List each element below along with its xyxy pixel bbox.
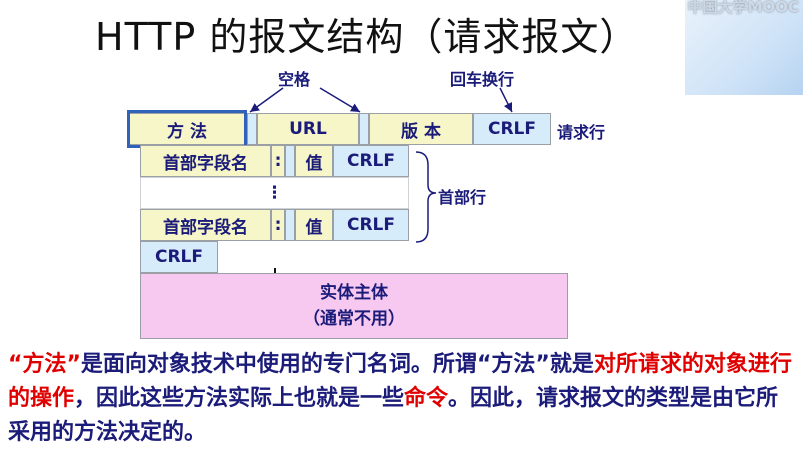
- header-colon-cell: :: [271, 209, 285, 241]
- header-value-cell: 值: [295, 209, 333, 241]
- header-crlf-cell: CRLF: [333, 145, 409, 177]
- blank-line-crlf-cell: CRLF: [140, 241, 218, 273]
- crlf-arrow: [499, 87, 513, 113]
- paragraph-seg2: 是面向对象技术中使用的专门名词。所谓: [80, 352, 477, 377]
- header-crlf-cell: CRLF: [333, 209, 409, 241]
- paragraph-seg7: 命令: [404, 386, 449, 411]
- paragraph-seg1: “方法”: [8, 352, 81, 377]
- space-label: 空格: [278, 70, 311, 89]
- header-ellipsis-row: ⋮: [140, 177, 409, 209]
- header-section-label: 首部行: [438, 188, 487, 207]
- paragraph-seg3: “方法”: [476, 352, 550, 377]
- header-field-name-cell: 首部字段名: [140, 209, 271, 241]
- watermark-text: 中国大学MOOC: [687, 0, 799, 16]
- page-title: HTTP 的报文结构（请求报文）: [95, 15, 639, 59]
- request-crlf-cell: CRLF: [473, 113, 551, 145]
- crlf-description-label: 回车换行: [450, 70, 515, 89]
- request-line-label: 请求行: [557, 123, 606, 142]
- paragraph-seg4: 就是: [549, 352, 594, 377]
- version-cell: 版 本: [369, 113, 473, 145]
- header-colon-cell: :: [271, 145, 285, 177]
- paragraph-seg6: ，因此这些方法实际上也就是一些: [74, 386, 405, 411]
- space-cell-1: [247, 113, 257, 145]
- url-cell: URL: [257, 113, 359, 145]
- explanation-paragraph: “方法”是面向对象技术中使用的专门名词。所谓“方法”就是对所请求的对象进行的操作…: [8, 348, 798, 450]
- paragraph-seg5: 对所请求的对象进行的操作: [8, 352, 792, 411]
- header-space-cell: [285, 209, 295, 241]
- entity-body-note: （通常不用）: [303, 309, 405, 329]
- watermark-graphic: [685, 0, 803, 95]
- space-arrow-left: [249, 87, 284, 113]
- entity-body-cell: 实体主体 （通常不用）: [140, 273, 568, 339]
- method-cell: 方 法: [127, 113, 247, 145]
- header-value-cell: 值: [295, 145, 333, 177]
- space-arrow-right: [319, 87, 361, 113]
- header-space-cell: [285, 145, 295, 177]
- header-field-name-cell: 首部字段名: [140, 145, 271, 177]
- space-cell-2: [359, 113, 369, 145]
- header-brace: [415, 151, 437, 243]
- paragraph-seg8: 。因此，请求报文的类型是由它所采用的方法决定的。: [8, 386, 779, 445]
- method-highlight-box: [127, 110, 247, 148]
- entity-body-title: 实体主体: [320, 283, 388, 303]
